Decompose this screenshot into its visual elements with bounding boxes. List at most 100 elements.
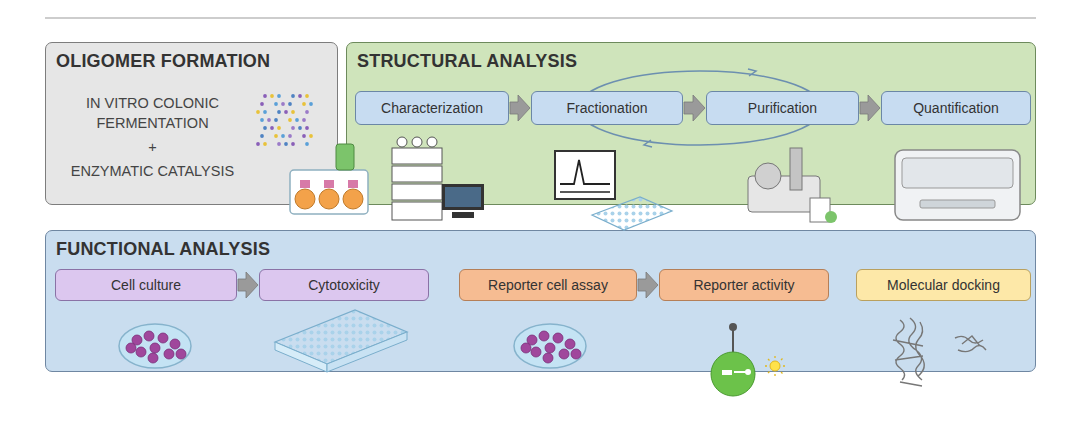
ms-source: [755, 163, 781, 189]
oligomer-dot: [288, 102, 292, 106]
process-box: Cytotoxicity: [259, 269, 429, 301]
flask-cap: [300, 180, 310, 188]
cell: [132, 335, 142, 345]
oligomer-panel: OLIGOMER FORMATION IN VITRO COLONIC FERME…: [45, 42, 338, 205]
oligomer-dot: [263, 110, 267, 114]
oligomer-dot: [256, 110, 260, 114]
process-box: Molecular docking: [856, 269, 1031, 301]
report-sheet: [810, 198, 830, 222]
oligomer-dot: [302, 102, 306, 106]
oligomer-dot: [291, 94, 295, 98]
oligomer-dot: [291, 110, 295, 114]
cell: [150, 343, 160, 353]
oligomer-dot: [281, 102, 285, 106]
panel-heading: OLIGOMER FORMATION: [56, 51, 270, 72]
solvent-bottle: [397, 137, 407, 147]
baseline: [560, 191, 610, 193]
chromatogram-frame: [555, 151, 615, 199]
panel-text: ENZYMATIC CATALYSIS: [63, 161, 243, 181]
cell: [543, 353, 553, 363]
flask-cap: [348, 180, 358, 188]
hplc-module: [392, 202, 442, 220]
oligomer-dot: [277, 94, 281, 98]
panel-text: +: [63, 137, 243, 157]
oligomer-dot: [302, 134, 306, 138]
protein-docking: [893, 318, 986, 386]
oligomer-dot: [277, 126, 281, 130]
process-box: Reporter activity: [659, 269, 829, 301]
cell: [545, 343, 555, 353]
oligomer-dot: [270, 94, 274, 98]
oligomer-dot: [302, 118, 306, 122]
functional-panel: FUNCTIONAL ANALYSIS Cell culture Cytotoxic…: [45, 230, 1036, 372]
panel-body: IN VITRO COLONIC FERMENTATION + ENZYMATIC …: [50, 93, 255, 181]
flow-arrow: [638, 272, 658, 298]
flask-cap: [324, 180, 334, 188]
cell: [521, 343, 531, 353]
process-box: Purification: [706, 91, 859, 125]
cell: [553, 333, 563, 343]
oligomer-dot: [277, 142, 281, 146]
reporter-cell: [711, 323, 785, 396]
cell: [176, 349, 186, 359]
oligomer-dot: [260, 102, 264, 106]
cell: [136, 347, 146, 357]
box-label: Fractionation: [567, 100, 648, 116]
cells: [126, 331, 186, 363]
well-plate-assay: [275, 310, 407, 372]
well-plate: [592, 197, 672, 230]
oligomer-dots: [256, 94, 313, 146]
panel-text: IN VITRO COLONIC FERMENTATION: [63, 93, 243, 133]
oligomer-dot: [305, 142, 309, 146]
petri-dish: [119, 324, 191, 368]
ms-body: [748, 176, 820, 212]
cell: [126, 343, 136, 353]
box-label: Characterization: [381, 100, 483, 116]
oligomer-dot: [256, 142, 260, 146]
flow-arrow: [510, 95, 530, 121]
oligomer-dot: [288, 134, 292, 138]
oligomer-dot: [260, 134, 264, 138]
box-label: Reporter cell assay: [488, 277, 608, 293]
oligomer-dot: [291, 142, 295, 146]
oligomer-dot: [274, 102, 278, 106]
oligomer-dot: [274, 118, 278, 122]
iteration-loop: [578, 69, 822, 147]
oligomer-dot: [281, 134, 285, 138]
cell: [164, 349, 174, 359]
cell-body: [711, 352, 755, 396]
oligomer-dot: [309, 134, 313, 138]
process-box: Cell culture: [55, 269, 237, 301]
cell: [531, 347, 541, 357]
keyboard: [452, 212, 474, 218]
panel-heading: FUNCTIONAL ANALYSIS: [56, 239, 270, 260]
ms-column: [790, 148, 802, 190]
process-box: Reporter cell assay: [459, 269, 637, 301]
reader-body: [895, 150, 1020, 220]
controller: [336, 144, 354, 170]
reader-lid: [902, 158, 1013, 188]
chromatogram: [555, 151, 672, 230]
reader-drawer: [920, 200, 995, 208]
oligomer-dot: [274, 134, 278, 138]
receptor: [732, 330, 734, 352]
ms-badge: [825, 211, 837, 223]
oligomer-dot: [263, 126, 267, 130]
hplc-module: [392, 166, 442, 182]
hplc-module: [392, 148, 442, 164]
well-plate: [275, 310, 407, 364]
box-label: Purification: [748, 100, 817, 116]
oligomer-dot: [260, 118, 264, 122]
box-label: Quantification: [913, 100, 999, 116]
peak: [560, 160, 610, 184]
oligomer-dot: [298, 126, 302, 130]
cell: [527, 335, 537, 345]
protein-structure: [893, 318, 924, 386]
oligomer-dot: [270, 126, 274, 130]
oligomer-dot: [277, 110, 281, 114]
oligomer-dot: [305, 94, 309, 98]
loop-head: [748, 69, 756, 76]
cell: [148, 353, 158, 363]
oligomer-dot: [267, 118, 271, 122]
